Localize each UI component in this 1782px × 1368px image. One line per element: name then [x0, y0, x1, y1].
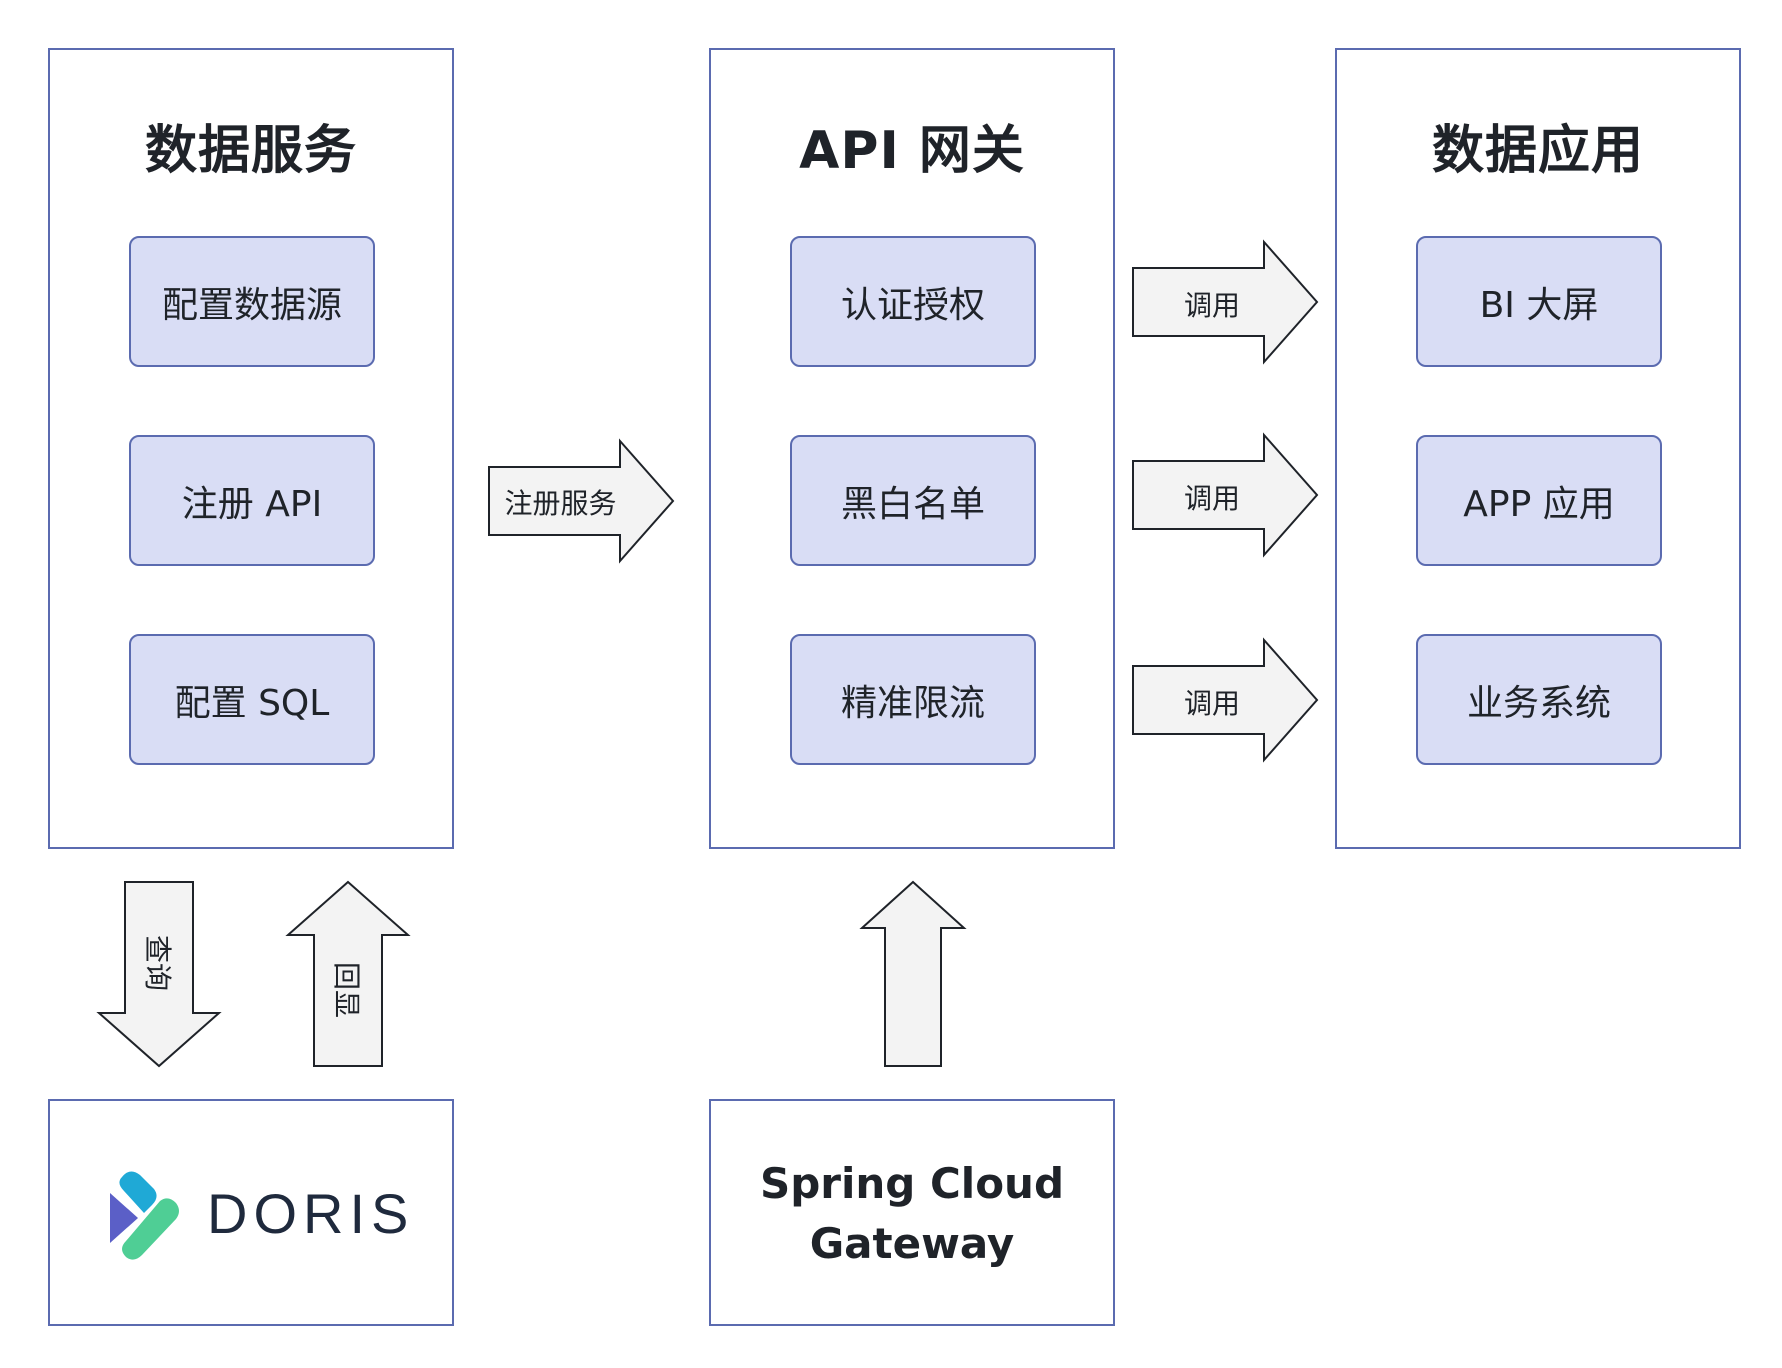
api-gateway-panel: API 网关 认证授权 黑白名单 精准限流 [709, 48, 1115, 849]
spring-cloud-gateway-box: Spring Cloud Gateway [709, 1099, 1115, 1326]
return-arrow [285, 880, 411, 1067]
gateway-name-line2: Gateway [809, 1219, 1015, 1268]
invoke-label-2: 调用 [1183, 482, 1240, 515]
data-app-panel: 数据应用 BI 大屏 APP 应用 业务系统 [1335, 48, 1741, 849]
blacklist-whitelist-node[interactable]: 黑白名单 [790, 435, 1036, 566]
configure-datasource-node[interactable]: 配置数据源 [129, 236, 375, 367]
doris-logo-icon [110, 1171, 179, 1260]
data-app-title: 数据应用 [1431, 121, 1644, 181]
query-label: 查询 [141, 934, 174, 991]
doris-box: DORIS [48, 1099, 454, 1326]
configure-sql-node[interactable]: 配置 SQL [129, 634, 375, 765]
gateway-name-line1: Spring Cloud [759, 1159, 1065, 1208]
business-system-node[interactable]: 业务系统 [1416, 634, 1662, 765]
app-node[interactable]: APP 应用 [1416, 435, 1662, 566]
register-service-arrow [488, 438, 675, 564]
invoke-arrow-3 [1132, 637, 1319, 763]
auth-node[interactable]: 认证授权 [790, 236, 1036, 367]
register-api-node[interactable]: 注册 API [129, 435, 375, 566]
bi-screen-node[interactable]: BI 大屏 [1416, 236, 1662, 367]
data-service-title: 数据服务 [144, 121, 357, 181]
rate-limit-node[interactable]: 精准限流 [790, 634, 1036, 765]
register-service-label: 注册服务 [504, 487, 617, 520]
invoke-arrow-2 [1132, 432, 1319, 558]
api-gateway-title: API 网关 [799, 121, 1025, 181]
invoke-label-3: 调用 [1183, 687, 1240, 720]
data-service-panel: 数据服务 配置数据源 注册 API 配置 SQL [48, 48, 454, 849]
gateway-up-arrow [859, 880, 967, 1067]
invoke-arrow-1 [1132, 239, 1319, 365]
query-arrow [96, 881, 222, 1068]
doris-wordmark: DORIS [207, 1182, 415, 1245]
invoke-label-1: 调用 [1183, 289, 1240, 322]
return-label: 回显 [330, 961, 363, 1018]
